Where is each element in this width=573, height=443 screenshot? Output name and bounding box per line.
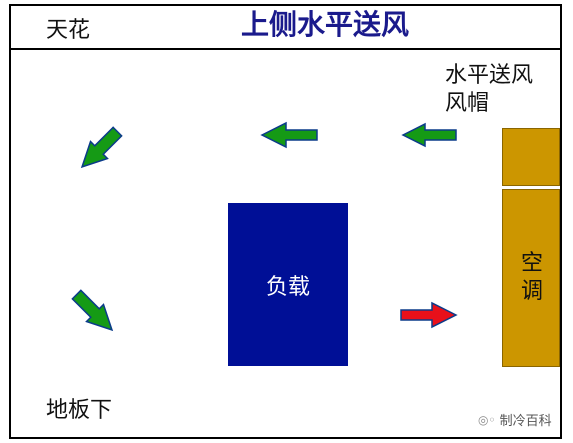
cool-air-arrow-lower-left [71, 289, 114, 332]
load-label: 负载 [265, 274, 310, 300]
cool-air-arrow-right [401, 122, 457, 148]
ac-supply-cap [502, 128, 560, 186]
watermark: ◎◦ 制冷百科 [478, 410, 552, 430]
ceiling-label: 天花 [46, 18, 91, 43]
supply-cap-label-line2: 风帽 [445, 91, 490, 116]
ceiling-band [9, 4, 562, 50]
supply-cap-label-line1: 水平送风 [445, 63, 534, 88]
watermark-text: 制冷百科 [499, 414, 552, 429]
warm-air-return-arrow [400, 301, 458, 329]
diagram-title: 上侧水平送风 [240, 8, 409, 41]
ac-label: 空调 [520, 251, 543, 304]
cool-air-arrow-upper-left [80, 126, 123, 169]
load-box: 负载 [228, 203, 348, 366]
underfloor-band [9, 365, 562, 439]
underfloor-label: 地板下 [46, 398, 113, 423]
ac-unit [502, 189, 560, 367]
wechat-icon: ◎◦ [478, 412, 496, 427]
cool-air-arrow-middle [260, 121, 318, 149]
